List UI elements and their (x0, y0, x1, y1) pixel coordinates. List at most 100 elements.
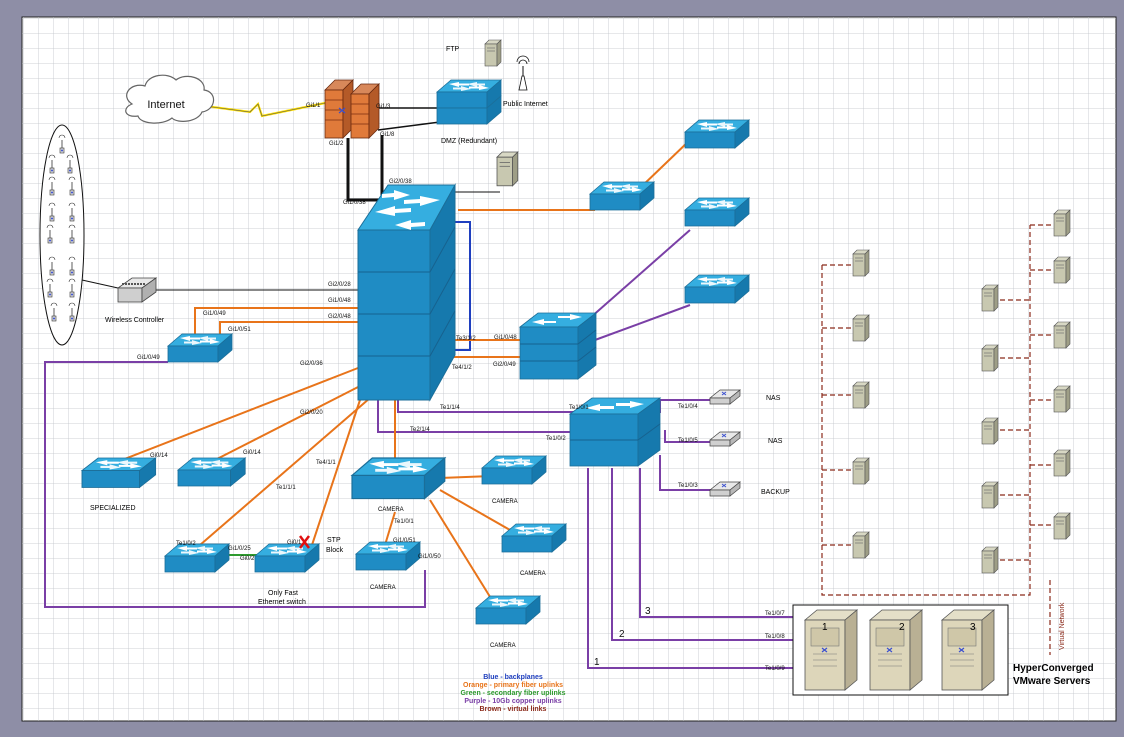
port-label: Gi1/2 (329, 141, 344, 147)
port-label: Te1/0/5 (678, 438, 698, 444)
hc-link3 (639, 468, 795, 618)
port-label: Gi2/0/36 (300, 361, 323, 367)
switch-top-1 (684, 119, 750, 149)
port-label: Gi1/0/49 (137, 355, 160, 361)
port-label: Gi0/2 (240, 556, 255, 562)
hc-num-2: 2 (899, 622, 905, 633)
hc-server-3-icon (941, 609, 995, 691)
only-fast-label-1: Only Fast (268, 590, 298, 597)
switch-left (167, 333, 233, 363)
stack-sw3-link (594, 304, 691, 341)
port-label: Te1/1/1 (276, 485, 296, 491)
camera-2-label: CAMERA (520, 571, 546, 577)
backup-link (659, 455, 712, 491)
internet-label: Internet (147, 99, 184, 111)
switch-te1-0-2 (164, 543, 230, 573)
gi1-0-51-link (219, 321, 358, 335)
path-number: 3 (645, 606, 651, 617)
port-label: Gi0/14 (243, 450, 261, 456)
switch-stack-right (518, 312, 598, 380)
cam-link3 (429, 499, 493, 601)
port-label: Te1/0/7 (765, 611, 785, 617)
ftp-server-icon (484, 39, 502, 67)
stack-sw2-link (589, 229, 691, 319)
path-number: 1 (594, 657, 600, 668)
port-label: Gi2/0/20 (300, 410, 323, 416)
fw-core-link1 (346, 138, 384, 202)
port-label: Te1/0/9 (765, 666, 785, 672)
port-label: Gi1/0/51 (393, 538, 416, 544)
port-label: Te1/0/3 (678, 483, 698, 489)
core-te1-0-2-link (199, 397, 371, 546)
switch-nas (568, 397, 662, 467)
port-label: Te1/0/4 (678, 404, 698, 410)
core-sw-gi014-link (214, 384, 363, 461)
port-label: Gi1/0/38 (343, 200, 366, 206)
wireless-controller-label: Wireless Controller (105, 317, 165, 324)
port-label: Gi2/0/38 (389, 179, 412, 185)
core-switch-stack (357, 183, 456, 402)
port-label: Te2/1/4 (410, 427, 430, 433)
port-label: Gi1/0/49 (203, 311, 226, 317)
cam-link4 (384, 511, 396, 546)
switch-camera-1 (481, 455, 547, 485)
port-label: Gi0/1 (287, 540, 302, 546)
camera-main-label: CAMERA (378, 507, 404, 513)
legend-item: Purple - 10Gb copper uplinks (464, 698, 561, 705)
port-label: Gi1/0/25 (228, 546, 251, 552)
path-numbers: 3 2 1 (594, 606, 651, 668)
port-label: Gi1/0/50 (418, 554, 441, 560)
server-icon (496, 151, 519, 187)
switch-camera-4 (355, 541, 421, 571)
switch-top-3 (684, 197, 750, 227)
port-label: Te1/0/2 (176, 541, 196, 547)
port-label: Gi2/0/49 (493, 362, 516, 368)
switch-gi014 (177, 457, 246, 487)
stp-label-2: Block (326, 547, 344, 554)
legend-item: Blue - backplanes (483, 674, 543, 681)
legend-item: Green - secondary fiber uplinks (460, 690, 565, 697)
core-nas-link2 (377, 400, 582, 433)
antenna-icon (516, 55, 530, 91)
hc-num-1: 1 (822, 622, 828, 633)
ap-cluster (39, 124, 85, 346)
hc-label-1: HyperConverged (1013, 663, 1094, 674)
virtual-network-label: Virtual Network (1059, 602, 1066, 650)
hc-server-2-icon (869, 609, 923, 691)
port-label: Gi1/0/48 (494, 335, 517, 341)
core-specialized-link (121, 367, 359, 461)
legend-item: Orange - primary fiber uplinks (463, 682, 563, 689)
internet-link-outline (204, 101, 331, 117)
gi1-0-49-link (194, 307, 358, 335)
port-label: Gi0/14 (150, 453, 168, 459)
hc-label-2: VMware Servers (1013, 676, 1091, 687)
switch-top-4 (684, 274, 750, 304)
purple-loop-link (44, 361, 426, 608)
internet-cloud: Internet (125, 74, 215, 124)
stp-label-1: STP (327, 537, 341, 544)
switch-camera-main (351, 457, 446, 500)
nas1-label: NAS (766, 395, 781, 402)
port-label: Gi1/1 (306, 103, 321, 109)
ftp-label: FTP (446, 46, 460, 53)
switch-specialized (81, 457, 157, 488)
core-fast-link (311, 399, 361, 546)
stp-block-icon (299, 535, 310, 549)
hc-link1 (587, 468, 795, 669)
links (44, 100, 795, 669)
backplane-link (445, 221, 471, 351)
switch-fast (254, 543, 320, 573)
nas2-label: NAS (768, 438, 783, 445)
fw-dmz-link2 (377, 121, 441, 131)
camera-3-label: CAMERA (490, 643, 516, 649)
switch-top-2 (589, 181, 655, 211)
cam-link2 (439, 489, 511, 531)
port-label: Te3/1/2 (456, 336, 476, 342)
port-label: Gi2/0/48 (328, 314, 351, 320)
port-label: Te1/0/2 (546, 436, 566, 442)
specialized-label: SPECIALIZED (90, 505, 136, 512)
switch-camera-3 (475, 595, 541, 625)
path-number: 2 (619, 629, 625, 640)
hc-server-1-icon (804, 609, 858, 691)
